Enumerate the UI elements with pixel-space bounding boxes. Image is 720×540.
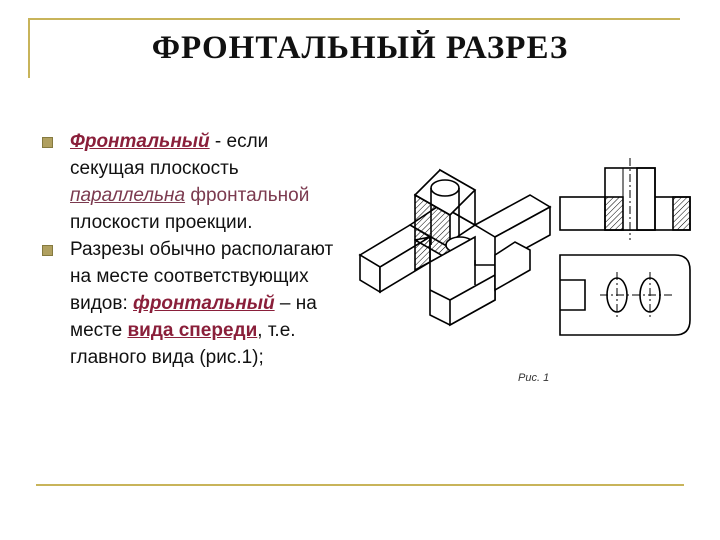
left-rule [28, 18, 30, 78]
top-view [559, 254, 691, 336]
bullet-item: Фронтальный - если секущая плоскость пар… [40, 128, 340, 236]
term-frontal-cut: фронтальный [133, 293, 275, 314]
isometric-view [358, 168, 552, 327]
text: – на месте [70, 293, 317, 341]
text: - если секущая плоскость [70, 131, 269, 179]
front-section-view [559, 158, 691, 240]
text: плоскости проекции. [70, 212, 253, 233]
technical-drawing [358, 158, 691, 336]
bullet-square-icon [42, 137, 53, 148]
bullet-square-icon [42, 245, 53, 256]
text: Разрезы обычно располагают на месте соот… [70, 239, 334, 314]
term-frontal: Фронтальный [70, 131, 210, 152]
bullet-item: Разрезы обычно располагают на месте соот… [40, 236, 340, 371]
term-parallel: параллельна [70, 185, 186, 206]
top-rule [28, 18, 680, 20]
term-frontal-plane: фронтальной [190, 185, 310, 206]
slide-title: ФРОНТАЛЬНЫЙ РАЗРЕЗ [151, 30, 569, 66]
text: , т.е. главного вида (рис.1); [70, 320, 296, 368]
bottom-rule [36, 484, 684, 486]
term-front-view: вида спереди [127, 320, 258, 341]
figure-caption: Рис. 1 [518, 372, 550, 384]
bullet-list: Фронтальный - если секущая плоскость пар… [40, 128, 340, 371]
